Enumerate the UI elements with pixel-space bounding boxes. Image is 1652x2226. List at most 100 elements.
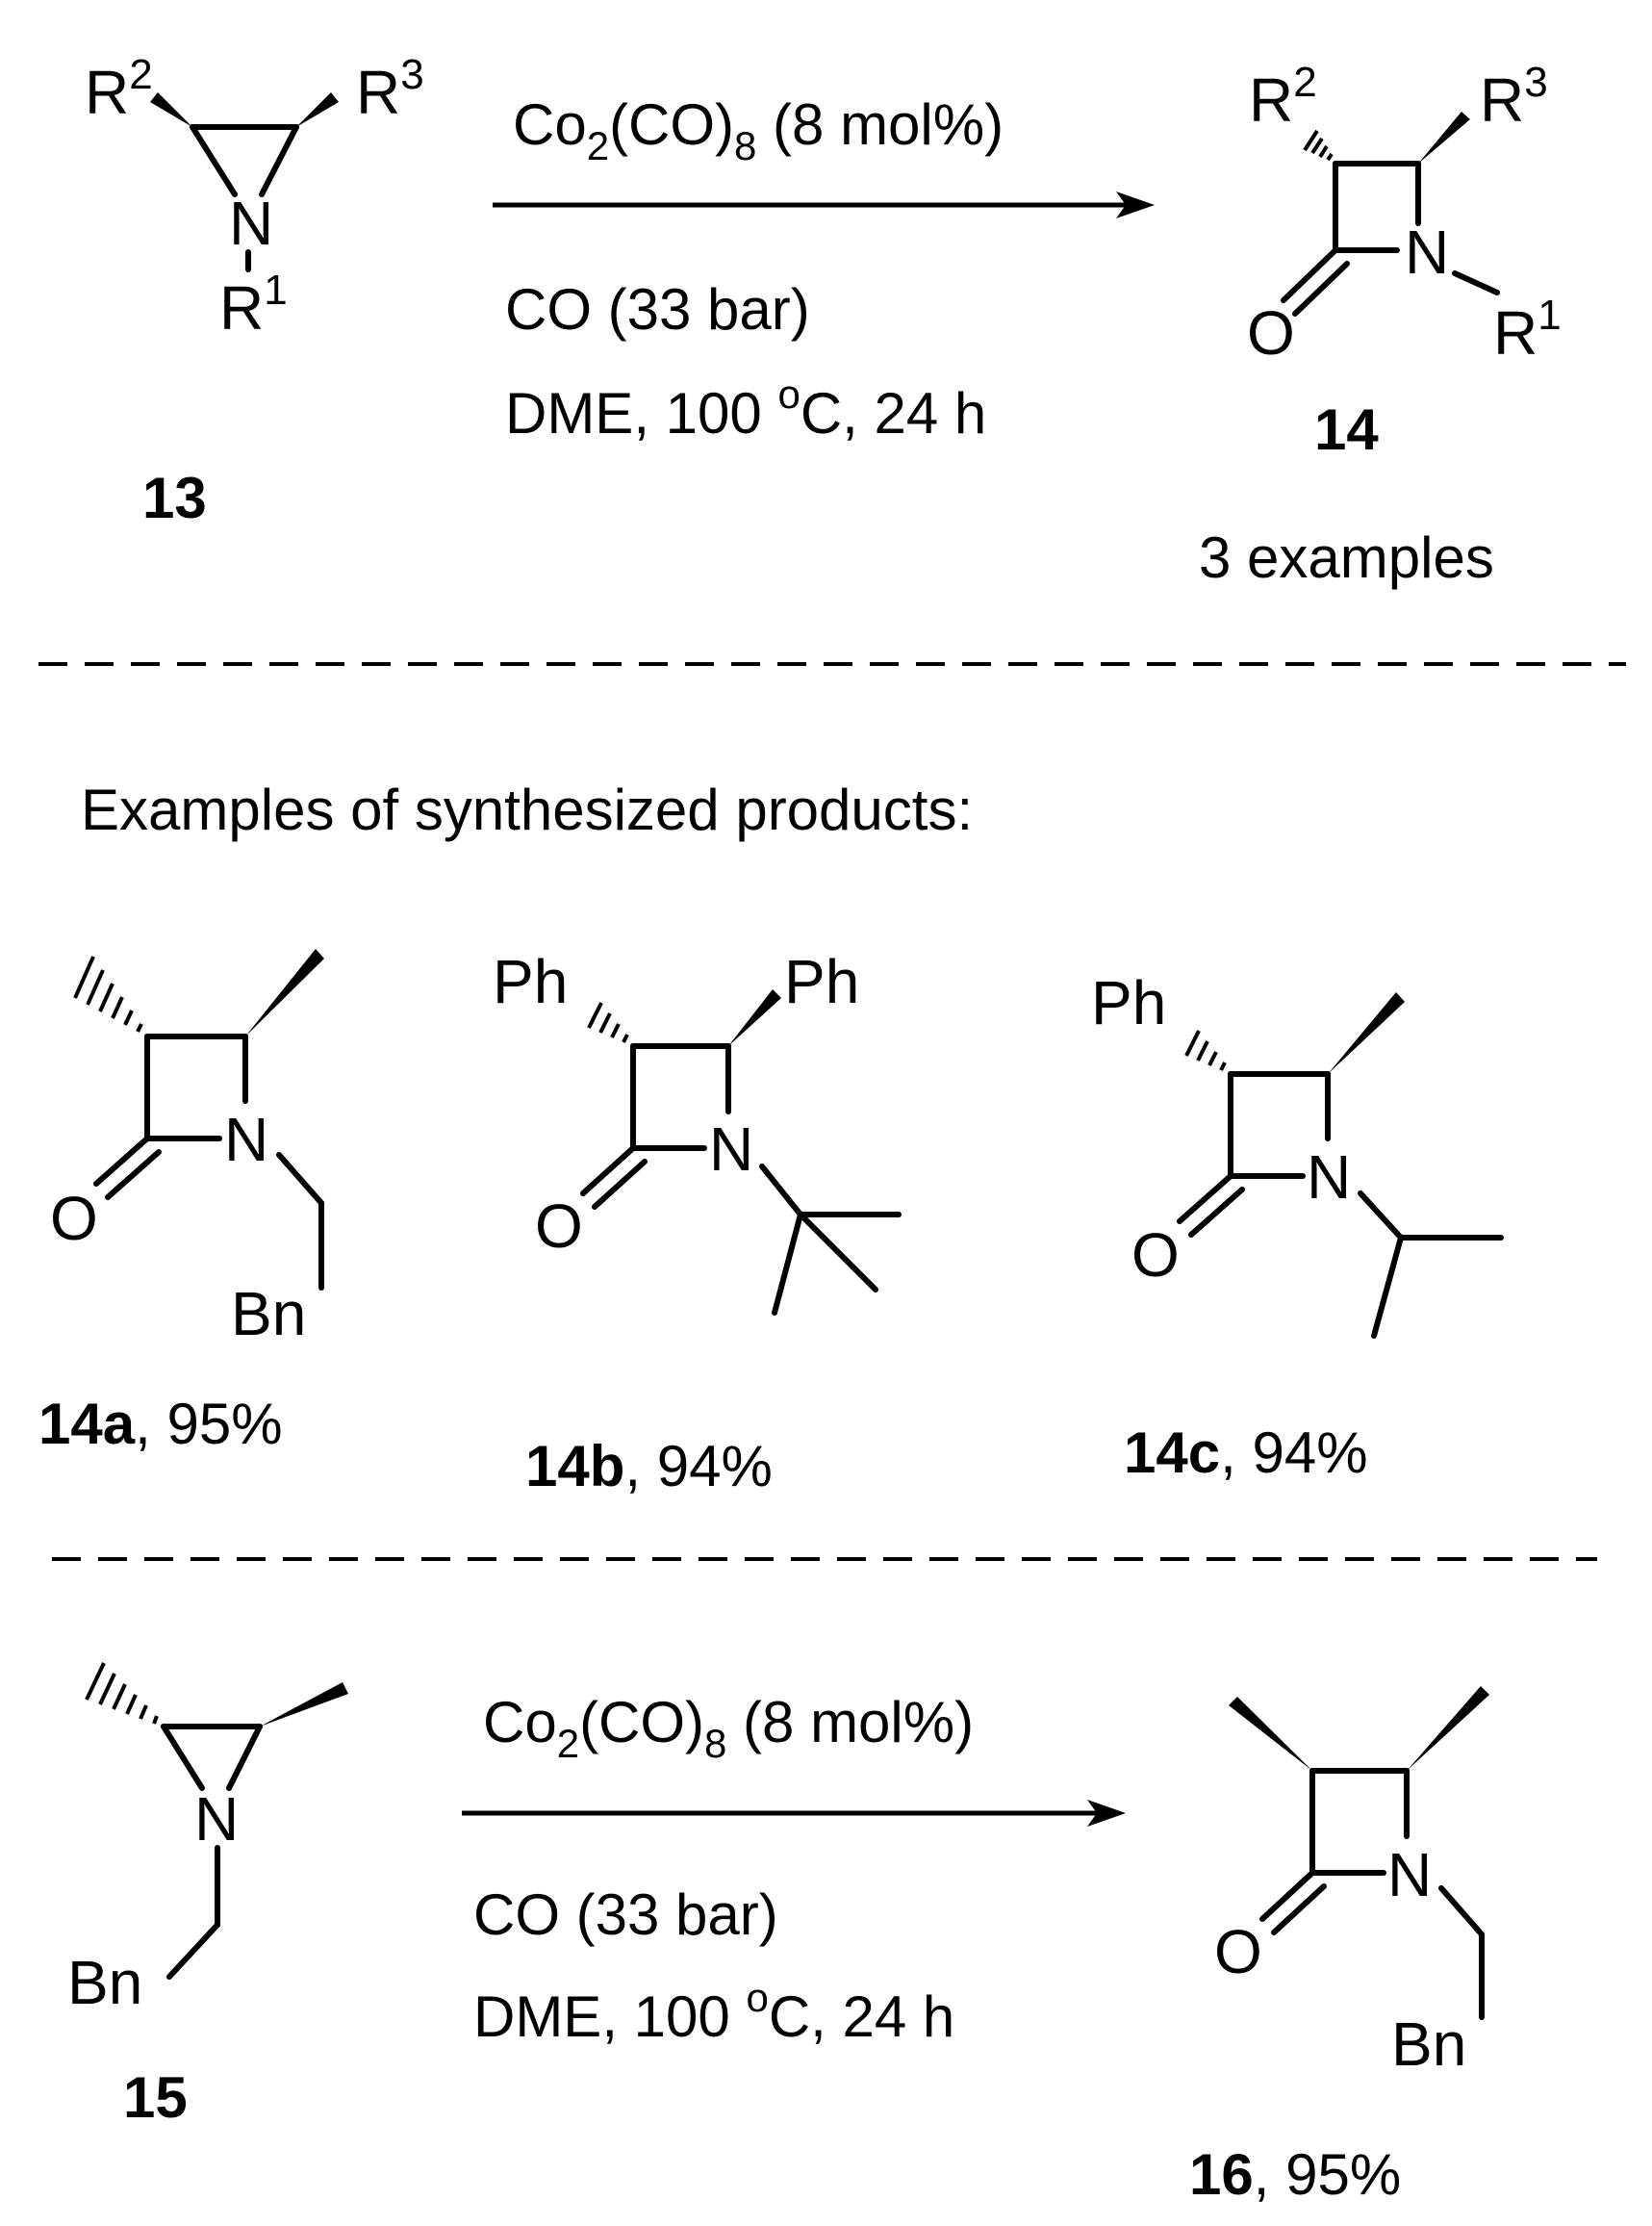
label-14b: 14b, 94% — [525, 1434, 773, 1498]
atom-Bn: Bn — [1391, 2009, 1466, 2079]
hash-bond — [1184, 1030, 1227, 1071]
bond-element — [1188, 1187, 1245, 1238]
tspan-element: Co — [483, 1690, 557, 1754]
tspan-element: R — [219, 273, 264, 343]
bond-element — [276, 1152, 324, 1206]
tspan-element: DME, 100 — [505, 381, 777, 446]
hash-element — [125, 1694, 138, 1715]
reaction-arrow-1: Co2(CO)8 (8 mol%) CO (33 bar) DME, 100 o… — [493, 92, 1155, 446]
bond-element — [166, 1922, 220, 1980]
tspan-element: C, 24 h — [801, 381, 986, 446]
hash-element — [587, 1002, 603, 1029]
lbl-element: R3 — [1480, 59, 1548, 135]
bond-element — [105, 1149, 162, 1200]
hash-element — [73, 956, 95, 999]
tspan-element: 3 — [1524, 59, 1547, 106]
bold-element: 16 — [1189, 2142, 1254, 2207]
bond-element — [1358, 1190, 1404, 1241]
bold-element: 14a — [38, 1392, 136, 1456]
hash-bond — [587, 1002, 629, 1043]
aziridine-13: R2 R3 N R1 — [85, 51, 424, 343]
pressure-text: CO (33 bar) — [505, 277, 810, 342]
hash-element — [1303, 129, 1319, 152]
tspan-element: R — [1493, 298, 1538, 368]
bond-element — [1438, 1885, 1485, 1937]
hash-element — [622, 1034, 629, 1043]
bond-element — [226, 1724, 263, 1791]
hash-element — [112, 1683, 127, 1710]
conditions-text: DME, 100 oC, 24 h — [473, 1975, 954, 2049]
bond-element — [1259, 1870, 1315, 1922]
hash-element — [111, 996, 124, 1019]
product-14c: Ph N O — [1091, 968, 1504, 1339]
lbl-element: R2 — [85, 51, 153, 127]
wedge-bond — [150, 92, 192, 127]
tspan-element: 2 — [557, 1721, 579, 1766]
hash-element — [139, 1704, 148, 1720]
tspan-element: 2 — [129, 51, 152, 98]
hash-bond — [85, 1662, 159, 1725]
bond-element — [1292, 261, 1350, 317]
wedge-bond — [245, 949, 324, 1036]
hash-element — [85, 1662, 106, 1701]
arrow-head — [1116, 192, 1155, 218]
bond-element — [759, 1164, 803, 1217]
atom-N: N — [1307, 1142, 1351, 1212]
conditions-text: DME, 100 oC, 24 h — [505, 371, 986, 446]
tspan-element: (8 mol%) — [726, 1690, 974, 1754]
wedge-bond — [260, 1682, 348, 1727]
lbl-element: R1 — [1493, 292, 1562, 368]
bond-element — [161, 1724, 205, 1791]
bond-element — [1177, 1173, 1233, 1224]
tspan-element: 1 — [1538, 292, 1561, 339]
tspan-element: 2 — [1293, 59, 1316, 106]
atom-N: N — [194, 1784, 239, 1854]
wedge-bond — [1328, 992, 1405, 1074]
wedge-bond — [728, 989, 781, 1046]
hash-element — [152, 1715, 159, 1725]
tspan-element: , 95% — [1254, 2142, 1401, 2207]
tspan-element: 2 — [587, 123, 609, 168]
catalyst-text: Co2(CO)8 (8 mol%) — [513, 92, 1004, 168]
lbl-element: R3 — [356, 51, 424, 127]
atom-O: O — [535, 1191, 583, 1261]
tspan-element: DME, 100 — [473, 1984, 746, 2049]
hash-element — [1219, 1062, 1227, 1071]
tspan-element: 8 — [704, 1721, 726, 1766]
hash-element — [1196, 1040, 1209, 1062]
pressure-text: CO (33 bar) — [473, 1882, 778, 1947]
hash-element — [610, 1023, 621, 1038]
bond-element — [1281, 247, 1338, 303]
wedge-bond — [1229, 1697, 1312, 1771]
atom-O: O — [50, 1184, 98, 1253]
atom-N: N — [224, 1105, 268, 1174]
compound-label-15: 15 — [123, 2065, 188, 2130]
hash-element — [1184, 1030, 1201, 1057]
atom-Bn: Bn — [231, 1279, 306, 1348]
atom-N: N — [1387, 1840, 1432, 1909]
product-14b: Ph Ph N O — [493, 947, 902, 1316]
beta-lactam-16: N O Bn — [1214, 1686, 1489, 2079]
compound-label-14: 14 — [1314, 397, 1379, 462]
label-16: 16, 95% — [1189, 2142, 1401, 2207]
hash-element — [86, 969, 105, 1006]
tspan-element: 3 — [400, 51, 423, 98]
atom-N: N — [709, 1114, 753, 1184]
atom-O: O — [1247, 298, 1295, 368]
arrow-head — [1087, 1800, 1126, 1827]
tspan-element: (CO) — [609, 92, 734, 157]
hash-element — [1310, 137, 1324, 155]
compound-label-13: 13 — [142, 466, 207, 530]
atom-N: N — [229, 189, 273, 258]
tspan-element: C, 24 h — [769, 1984, 954, 2049]
lbl-element: R2 — [1249, 59, 1317, 135]
tspan-element: , 94% — [1220, 1420, 1367, 1485]
atom-Bn: Bn — [67, 1948, 142, 2017]
tspan-element: (CO) — [579, 1690, 704, 1754]
lbl-element: R1 — [219, 267, 288, 343]
label-14c: 14c, 94% — [1124, 1420, 1368, 1485]
label-14a: 14a, 95% — [38, 1392, 283, 1456]
hash-element — [136, 1023, 143, 1033]
scope-note: 3 examples — [1199, 525, 1494, 590]
